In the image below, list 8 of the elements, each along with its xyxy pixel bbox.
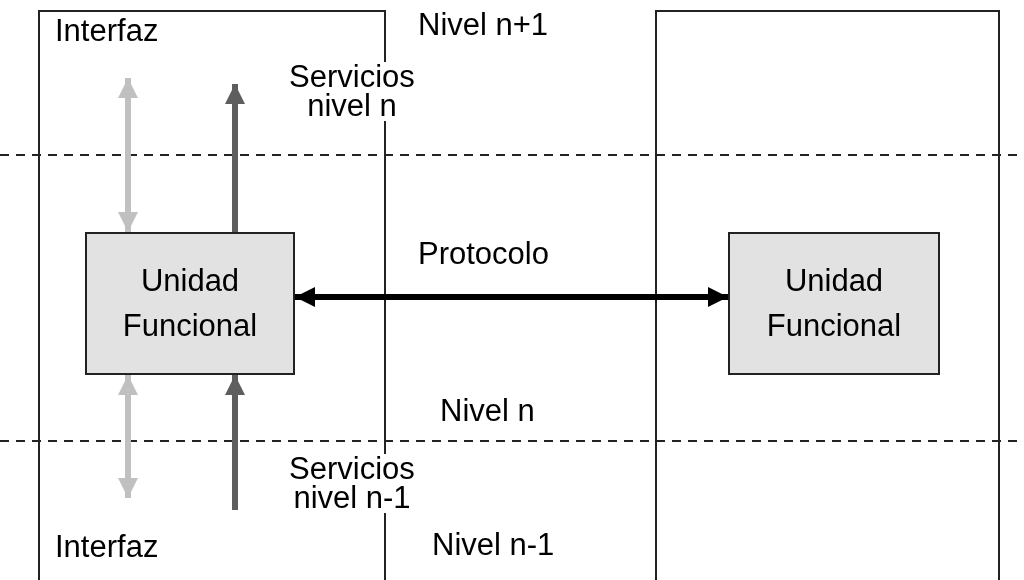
- arrow: [295, 287, 728, 307]
- arrow: [118, 78, 138, 232]
- process-box: Unidad Funcional: [728, 232, 940, 375]
- arrow: [225, 84, 245, 232]
- arrow: [118, 375, 138, 498]
- frame-box: [655, 10, 1000, 580]
- process-box: Unidad Funcional: [85, 232, 295, 375]
- arrow: [225, 375, 245, 510]
